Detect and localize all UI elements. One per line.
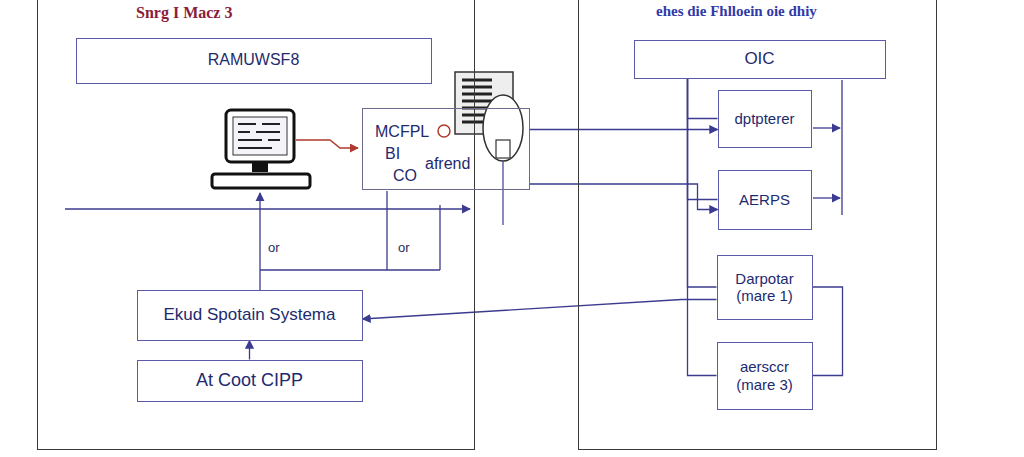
process-box: dptpterer [718, 90, 812, 148]
panel-frame: Snrg I Macz 3 RAMUWSF8Ekud Spotain System… [37, 0, 475, 450]
connector-line [530, 129, 718, 130]
connector-line [249, 341, 250, 360]
box-text: dptpterer [734, 110, 794, 127]
wire-label: or [396, 240, 412, 255]
status-symbol [438, 125, 450, 137]
process-box: AERPS [718, 170, 812, 230]
bus-line [65, 208, 470, 209]
box-text: RAMUWSF8 [208, 51, 300, 69]
process-box: OIC [634, 40, 886, 79]
panel-heading: ehes die Fhlloein oie dhiy [656, 3, 817, 20]
wire-line [813, 197, 840, 198]
process-box: aersccr (mare 3) [717, 342, 813, 410]
box-text: Ekud Spotain Systema [164, 305, 336, 325]
device-text: CO [393, 167, 417, 185]
process-box: Darpotar (mare 1) [717, 255, 813, 320]
wire-line [841, 80, 842, 215]
wire-label: or [266, 240, 282, 255]
box-text: OIC [744, 49, 774, 69]
device-text: MCFPL [375, 123, 429, 141]
computer-icon [212, 110, 310, 188]
process-box: RAMUWSF8 [76, 38, 432, 84]
device-text: BI [385, 145, 400, 163]
wire-line [386, 191, 387, 270]
connector-line [688, 79, 718, 200]
connector-line [363, 300, 717, 320]
box-text: aersccr (mare 3) [724, 358, 806, 393]
wire-line [260, 269, 440, 270]
connector-line [688, 79, 717, 288]
wire-line [259, 193, 260, 290]
connector-line [813, 287, 843, 376]
connector-line [688, 79, 718, 119]
device-box: MCFPL BI CO afrend [362, 108, 530, 190]
box-text: Darpotar (mare 1) [724, 270, 806, 305]
wire-line [813, 127, 840, 128]
box-text: At Coot CIPP [196, 370, 303, 391]
panel-frame: ehes die Fhlloein oie dhiyOIC dptptererAE… [578, 0, 937, 450]
sensor-symbol [483, 95, 523, 225]
wire-line [439, 205, 440, 270]
box-text: AERPS [739, 191, 790, 208]
connector-line [688, 79, 717, 376]
device-text: afrend [425, 155, 470, 173]
process-box: At Coot CIPP [137, 360, 363, 402]
process-box: Ekud Spotain Systema [137, 290, 363, 341]
panel-heading: Snrg I Macz 3 [136, 4, 232, 22]
cable-wire [296, 140, 358, 148]
connector-line [530, 184, 718, 210]
